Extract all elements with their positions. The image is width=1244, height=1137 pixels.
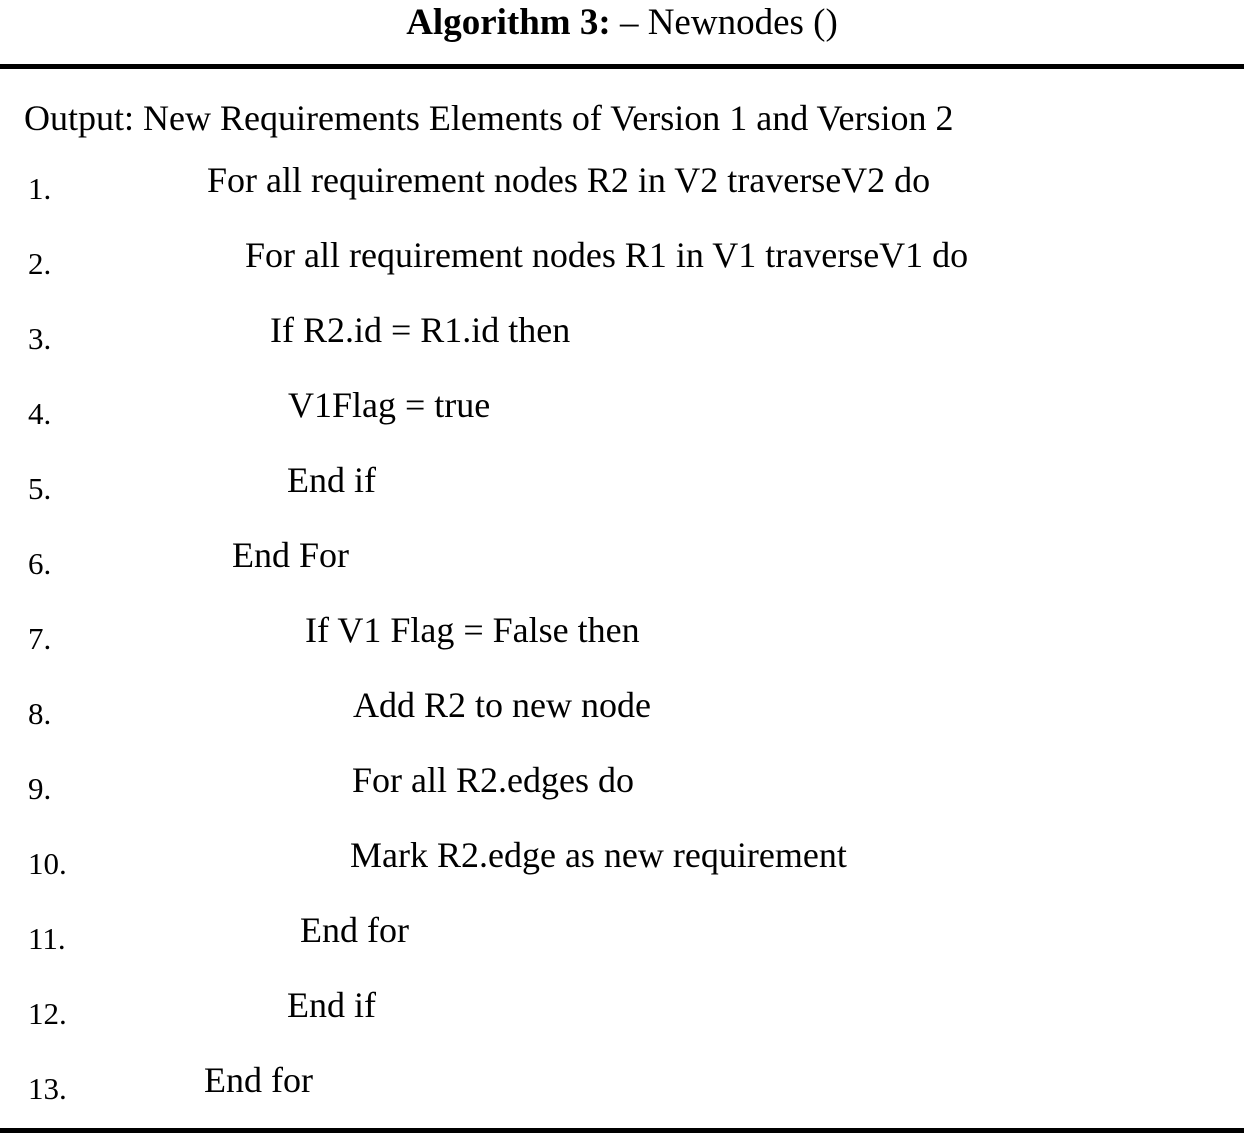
- pseudocode-line: 1. For all requirement nodes R2 in V2 tra…: [0, 150, 1244, 225]
- line-number: 1.: [28, 171, 52, 206]
- pseudocode-line: 5. End if: [0, 450, 1244, 525]
- line-text: For all requirement nodes R1 in V1 trave…: [245, 235, 969, 275]
- pseudocode-line: 2. For all requirement nodes R1 in V1 tra…: [0, 225, 1244, 300]
- pseudocode-line: 13. End for: [0, 1050, 1244, 1125]
- pseudocode-line: 9. For all R2.edges do: [0, 750, 1244, 825]
- pseudocode-line: 7. If V1 Flag = False then: [0, 600, 1244, 675]
- line-text: Add R2 to new node: [353, 685, 651, 725]
- line-text: End if: [287, 985, 376, 1025]
- line-text: V1Flag = true: [288, 385, 491, 425]
- line-number: 11.: [28, 921, 66, 956]
- pseudocode-line: 6. End For: [0, 525, 1244, 600]
- line-number: 12.: [28, 996, 67, 1031]
- pseudocode-line: 12. End if: [0, 975, 1244, 1050]
- line-text: For all requirement nodes R2 in V2 trave…: [207, 160, 931, 200]
- algorithm-title-label: Algorithm 3:: [406, 2, 611, 43]
- bottom-rule: [0, 1128, 1244, 1133]
- line-number: 9.: [28, 771, 52, 806]
- line-text: Mark R2.edge as new requirement: [350, 835, 847, 875]
- line-text: End for: [300, 910, 409, 950]
- pseudocode-line: 3. If R2.id = R1.id then: [0, 300, 1244, 375]
- line-number: 3.: [28, 321, 52, 356]
- pseudocode-steps: 1. For all requirement nodes R2 in V2 tra…: [0, 150, 1244, 1125]
- pseudocode-line: 4. V1Flag = true: [0, 375, 1244, 450]
- line-text: End for: [204, 1060, 313, 1100]
- pseudocode-line: 8. Add R2 to new node: [0, 675, 1244, 750]
- algorithm-title-name: – Newnodes (): [610, 2, 838, 43]
- line-text: If V1 Flag = False then: [305, 610, 640, 650]
- line-number: 6.: [28, 546, 52, 581]
- line-text: If R2.id = R1.id then: [270, 310, 571, 350]
- algorithm-title: Algorithm 3: – Newnodes (): [0, 0, 1244, 52]
- line-text: For all R2.edges do: [352, 760, 634, 800]
- line-number: 7.: [28, 621, 52, 656]
- output-line: Output: New Requirements Elements of Ver…: [24, 98, 954, 138]
- top-rule: [0, 64, 1244, 69]
- line-number: 2.: [28, 246, 52, 281]
- pseudocode-line: 10. Mark R2.edge as new requirement: [0, 825, 1244, 900]
- line-number: 10.: [28, 846, 67, 881]
- line-number: 4.: [28, 396, 52, 431]
- line-number: 13.: [28, 1071, 67, 1106]
- pseudocode-line: 11. End for: [0, 900, 1244, 975]
- line-number: 5.: [28, 471, 52, 506]
- line-text: End For: [232, 535, 349, 575]
- line-number: 8.: [28, 696, 52, 731]
- line-text: End if: [287, 460, 376, 500]
